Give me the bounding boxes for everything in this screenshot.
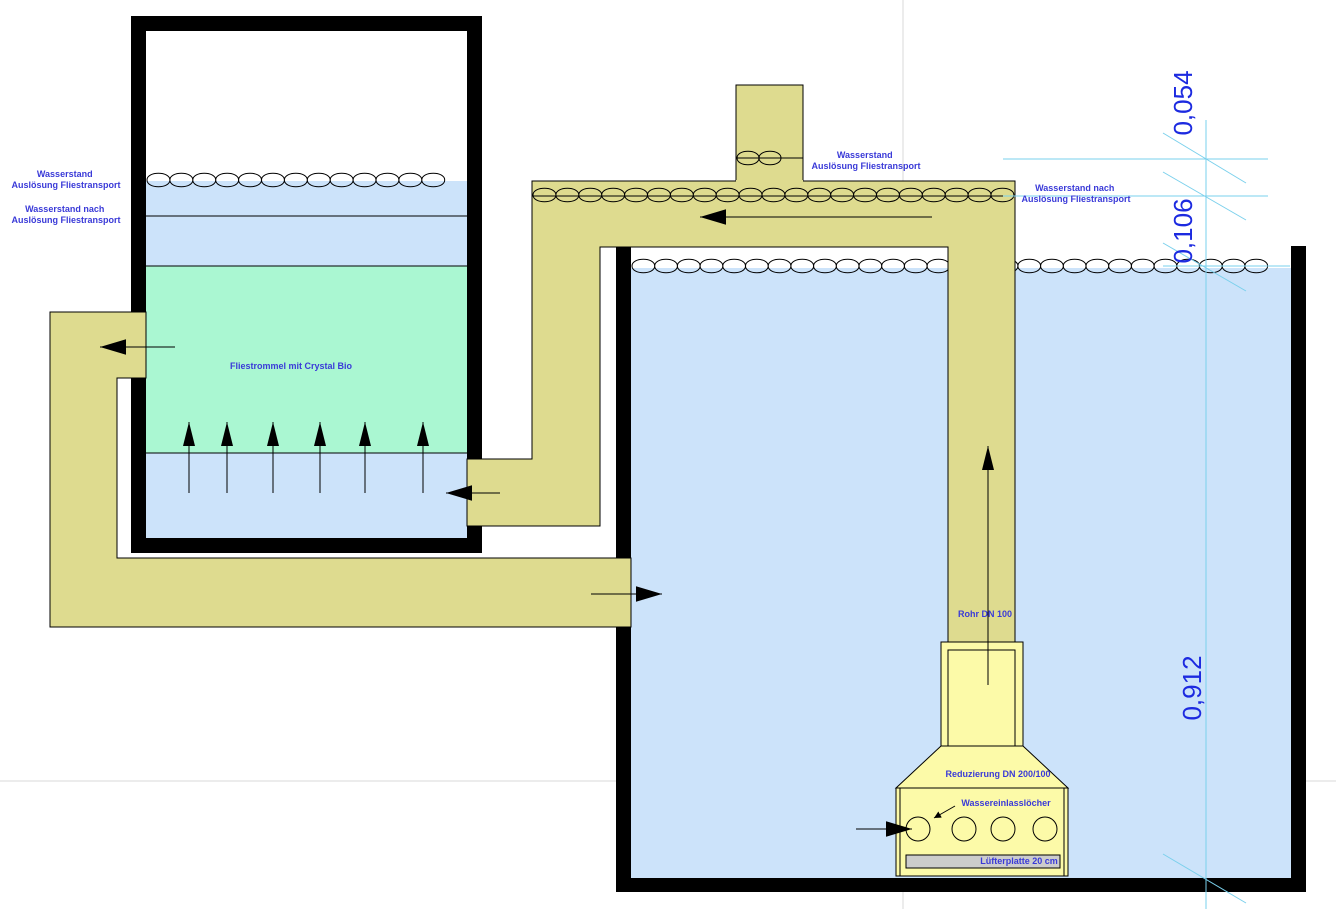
aerator-plate-label: Lüfterplatte 20 cm bbox=[980, 856, 1058, 866]
dimension-middle: 0,106 bbox=[1168, 198, 1198, 263]
filter-media-label: Fliestrommel mit Crystal Bio bbox=[230, 361, 353, 371]
filter-tank bbox=[131, 16, 482, 553]
filter-water-surface-wave bbox=[146, 172, 446, 188]
pipe-water-surface-wave bbox=[532, 187, 1015, 203]
dimension-lines bbox=[1003, 120, 1290, 909]
dimension-depth: 0,912 bbox=[1177, 655, 1207, 720]
pipe-level-trigger-label: Wasserstand Auslösung Fliestransport bbox=[811, 150, 920, 171]
dimension-top: 0,054 bbox=[1168, 70, 1198, 135]
pipe-level-after-label: Wasserstand nach Auslösung Fliestranspor… bbox=[1021, 183, 1130, 204]
inlet-hole bbox=[990, 816, 1016, 842]
reducer-label: Reduzierung DN 200/100 bbox=[945, 769, 1050, 779]
aerator-plate bbox=[905, 854, 1061, 869]
inlet-holes-label: Wassereinlasslöcher bbox=[961, 798, 1051, 808]
filter-media-zone bbox=[146, 266, 467, 453]
reducer-assembly bbox=[894, 641, 1070, 877]
inlet-hole bbox=[951, 816, 977, 842]
chimney-water-surface-wave bbox=[736, 150, 782, 166]
filter-level-after-label: Wasserstand nach Auslösung Fliestranspor… bbox=[11, 204, 120, 225]
flow-arrows bbox=[100, 209, 994, 837]
filter-water-bottom bbox=[146, 453, 467, 538]
filter-water-top bbox=[146, 181, 467, 266]
pipe-dn100-label: Rohr DN 100 bbox=[958, 609, 1012, 619]
inlet-hole bbox=[1032, 816, 1058, 842]
pointer-inlet-label bbox=[933, 805, 956, 819]
filter-level-trigger-label: Wasserstand Auslösung Fliestransport bbox=[11, 169, 120, 190]
